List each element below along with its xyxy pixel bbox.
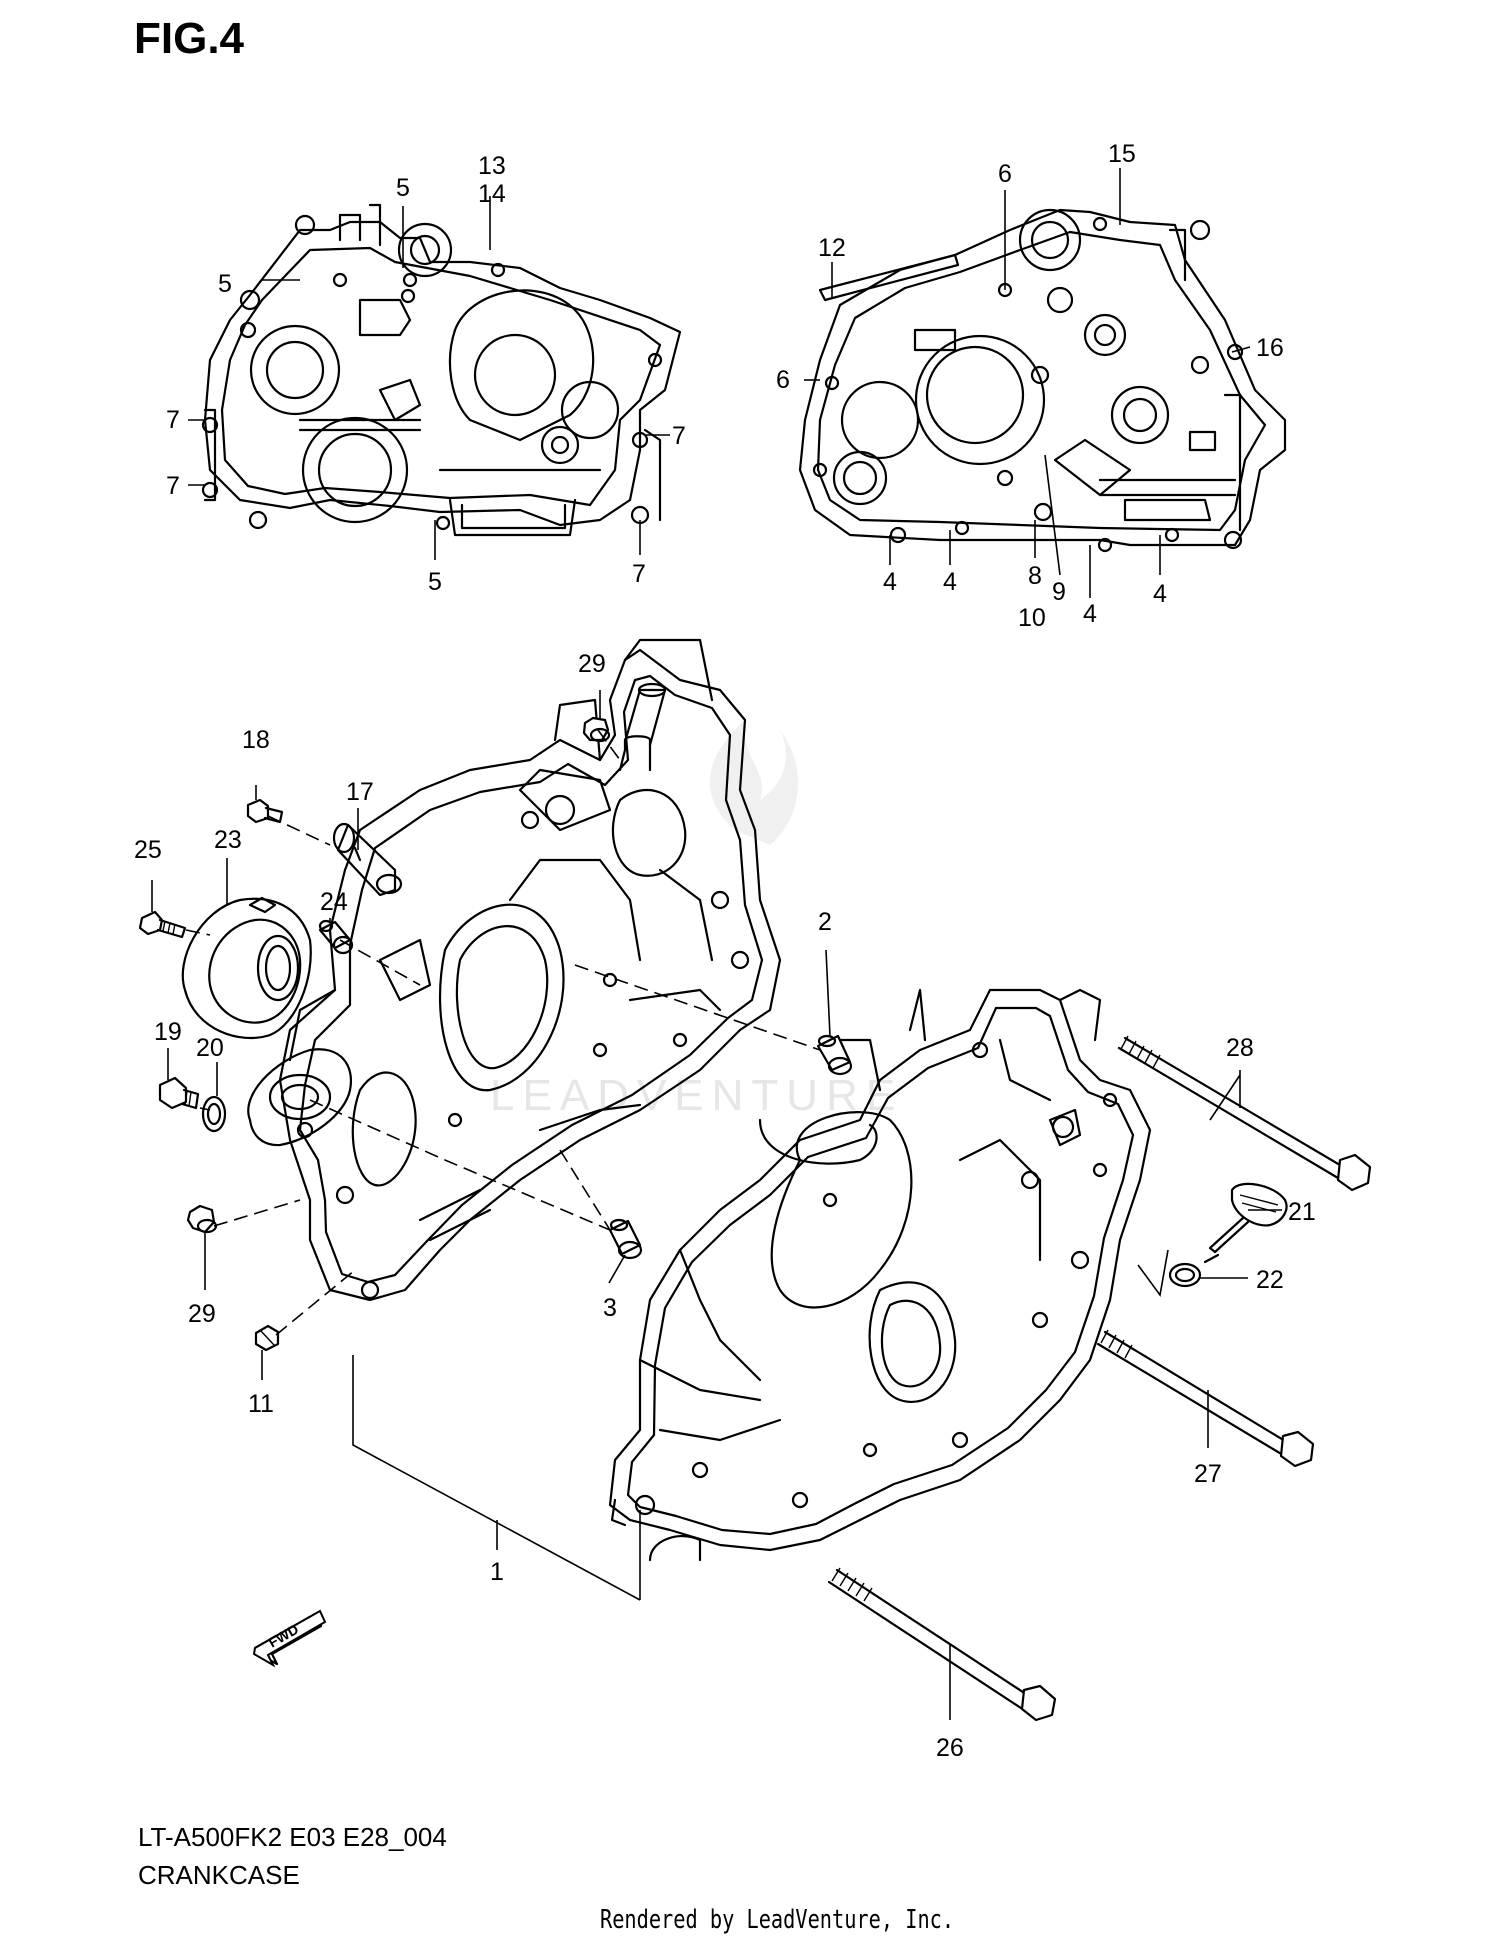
watermark-logo: LEADVENTURE [490,720,903,1120]
left-case-inner-view [201,203,682,537]
callout-13: 13 [478,152,506,180]
callout-7: 7 [632,560,646,588]
fwd-direction-arrow: FWD [252,1609,327,1668]
callout-4: 4 [883,568,897,596]
callout-26: 26 [936,1734,964,1762]
callout-22: 22 [1256,1266,1284,1294]
callout-3: 3 [603,1294,617,1322]
callout-24: 24 [320,888,348,916]
callout-14: 14 [478,180,506,208]
part-25-bolt [138,910,187,939]
part-3-dowel [608,1218,643,1260]
part-27-bolt [1096,1329,1315,1468]
watermark-text: LEADVENTURE [490,1071,903,1120]
assembly-dashed-lines [185,729,821,1336]
part-28-long-bolt [1117,1035,1372,1192]
callout-4: 4 [1153,580,1167,608]
section-name: CRANKCASE [138,1860,300,1890]
callout-5: 5 [428,568,442,596]
callout-17: 17 [346,778,374,806]
callout-5: 5 [396,174,410,202]
callout-labels: 13 14 5 5 5 7 7 7 7 6 6 15 12 16 4 4 4 4… [134,140,1316,1762]
callout-9: 9 [1052,578,1066,606]
oil-strainer-cover [247,1048,353,1147]
callout-4: 4 [1083,600,1097,628]
callout-7: 7 [166,472,180,500]
callout-16: 16 [1256,334,1284,362]
part-11-plug [254,1324,280,1352]
callout-27: 27 [1194,1460,1222,1488]
part-22-o-ring [1168,1262,1202,1288]
callout-5: 5 [218,270,232,298]
right-case-inner-view [798,208,1287,553]
part-19-drain-plug [158,1076,200,1110]
callout-29: 29 [578,650,606,678]
part-21-oil-gauge [1203,1182,1288,1264]
callout-6: 6 [776,366,790,394]
model-code: LT-A500FK2 E03 E28_004 [138,1822,447,1852]
crankcase-left-half [278,638,782,1302]
callout-29: 29 [188,1300,216,1328]
part-29-lower-nut [186,1204,218,1234]
part-24-dowel [318,919,354,955]
callout-19: 19 [154,1018,182,1046]
callout-1: 1 [490,1558,504,1586]
callout-18: 18 [242,726,270,754]
callout-10: 10 [1018,604,1046,632]
callout-15: 15 [1108,140,1136,168]
callout-8: 8 [1028,562,1042,590]
callout-6: 6 [998,160,1012,188]
callout-12: 12 [818,234,846,262]
part-17-pipe [332,822,403,897]
callout-4: 4 [943,568,957,596]
callout-7: 7 [166,406,180,434]
rendered-by-footer: Rendered by LeadVenture, Inc. [600,1905,955,1935]
callout-28: 28 [1226,1034,1254,1062]
part-26-bolt [827,1567,1057,1722]
figure-title: FIG.4 [134,14,245,63]
part-29-upper-nut [582,716,611,743]
part-2-dowel [816,1034,853,1076]
callout-7: 7 [672,422,686,450]
callout-21: 21 [1288,1198,1316,1226]
callout-2: 2 [818,908,832,936]
leader-lines [151,168,1282,1720]
part-18-bolt [246,798,284,824]
callout-20: 20 [196,1034,224,1062]
part-23-retainer [181,896,312,1040]
callout-23: 23 [214,826,242,854]
callout-11: 11 [248,1390,274,1418]
crankcase-right-half [608,988,1152,1562]
callout-25: 25 [134,836,162,864]
part-20-washer [201,1095,227,1133]
